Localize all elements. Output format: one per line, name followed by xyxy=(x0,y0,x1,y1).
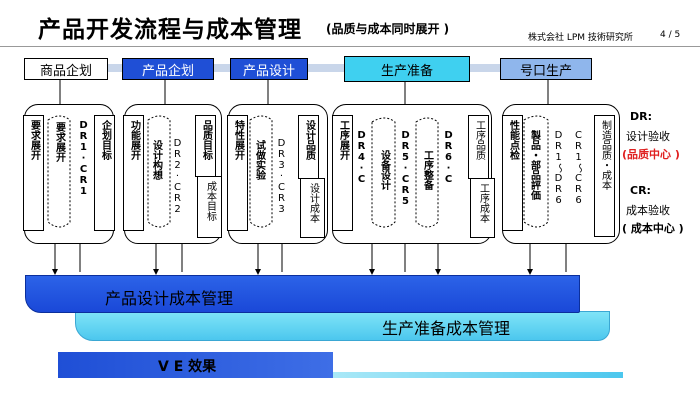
requirement-deploy-step: 要求展开 xyxy=(53,122,65,162)
function-deploy-tag: 功能展开 xyxy=(123,115,144,231)
stage-connector xyxy=(470,64,500,72)
stage-connector xyxy=(108,64,122,72)
cr-key: CR: xyxy=(630,184,651,197)
cost-target-tag: 成本目标 xyxy=(197,176,222,238)
review-dr3-cr3: DR3·CR3 xyxy=(276,138,287,215)
tag-label: 设计品质 xyxy=(303,120,315,160)
stage-label: 商品企划 xyxy=(39,63,92,79)
tag-label: 特性展开 xyxy=(232,120,244,160)
tag-label: 性能点检 xyxy=(507,120,519,160)
characteristic-deploy-tag: 特性展开 xyxy=(227,115,248,231)
process-deploy-tag: 工序展开 xyxy=(332,115,353,231)
page-number: 4 / 5 xyxy=(660,30,681,40)
dr-key: DR: xyxy=(630,110,652,123)
production-prep-cost-band xyxy=(75,311,610,341)
design-concept-step: 设计构想 xyxy=(150,140,162,180)
dr-quality-center: (品质中心 ) xyxy=(622,148,680,161)
review-dr1-dr6: DR1～DR6 xyxy=(553,130,564,206)
stage-connector xyxy=(308,64,344,72)
cr-description: 成本验收 xyxy=(626,204,670,217)
performance-check-tag: 性能点检 xyxy=(502,115,523,231)
tag-label: 工序品质 xyxy=(473,120,485,160)
page-subtitle: (品质与成本同时展开 ) xyxy=(326,22,450,36)
tag-label: 企划目标 xyxy=(99,120,111,160)
company-name: 株式会社 LPM 技術研究所 xyxy=(528,33,633,43)
stage-mass-production: 号口生产 xyxy=(500,58,592,80)
product-part-evaluation-step: 製品・部品評価 xyxy=(528,130,540,200)
tag-label: 成本目标 xyxy=(204,181,216,221)
ve-effect-stripe xyxy=(333,372,623,378)
design-cost-tag: 设计成本 xyxy=(300,178,325,238)
production-prep-cost-label: 生产准备成本管理 xyxy=(382,319,511,338)
stage-label: 生产准备 xyxy=(380,63,433,79)
manufacturing-quality-cost-tag: 制造品质・成本 xyxy=(594,115,615,237)
process-box-production-prep xyxy=(332,104,492,244)
tag-label: 工序成本 xyxy=(477,183,489,223)
tag-label: 功能展开 xyxy=(128,120,140,160)
page-title: 产品开发流程与成本管理 xyxy=(38,17,302,43)
cr-cost-center: ( 成本中心 ) xyxy=(622,222,684,235)
stage-label: 号口生产 xyxy=(519,63,572,79)
product-design-cost-label: 产品设计成本管理 xyxy=(105,289,234,308)
stage-label: 产品设计 xyxy=(242,63,295,79)
review-dr4-c: DR4·C xyxy=(356,130,367,185)
stage-product-design-plan: 产品企划 xyxy=(122,58,214,80)
process-setup-step: 工序整备 xyxy=(421,150,433,190)
review-dr5-cr5: DR5·CR5 xyxy=(400,130,411,207)
review-dr1-cr1: DR1·CR1 xyxy=(78,120,89,197)
stage-production-prep: 生产准备 xyxy=(344,56,470,82)
stage-label: 产品企划 xyxy=(141,63,194,79)
product-design-cost-band xyxy=(25,275,580,313)
stage-product-planning: 商品企划 xyxy=(24,58,108,80)
review-dr6-c: DR6·C xyxy=(443,130,454,185)
title-divider xyxy=(0,46,700,47)
dr-description: 设计验收 xyxy=(626,130,670,143)
requirement-deploy-tag: 要求展开 xyxy=(23,115,44,231)
process-quality-tag: 工序品质 xyxy=(468,115,489,179)
prototype-test-step: 试做实验 xyxy=(253,140,265,180)
review-dr2-cr2: DR2·CR2 xyxy=(172,138,183,215)
tag-label: 工序展开 xyxy=(337,120,349,160)
tag-label: 制造品质・成本 xyxy=(599,120,611,190)
process-cost-tag: 工序成本 xyxy=(470,178,495,238)
tag-label: 要求展开 xyxy=(28,120,40,160)
tag-label: 设计成本 xyxy=(307,183,319,223)
stage-connector xyxy=(214,64,230,72)
equipment-design-step: 设备设计 xyxy=(378,150,390,190)
stage-product-design: 产品设计 xyxy=(230,58,308,80)
review-cr1-cr6: CR1～CR6 xyxy=(573,130,584,206)
ve-effect-bar xyxy=(58,352,333,378)
tag-label: 品质目标 xyxy=(200,120,212,160)
ve-effect-label: V E 效果 xyxy=(158,359,217,375)
planning-target-tag: 企划目标 xyxy=(94,115,115,231)
